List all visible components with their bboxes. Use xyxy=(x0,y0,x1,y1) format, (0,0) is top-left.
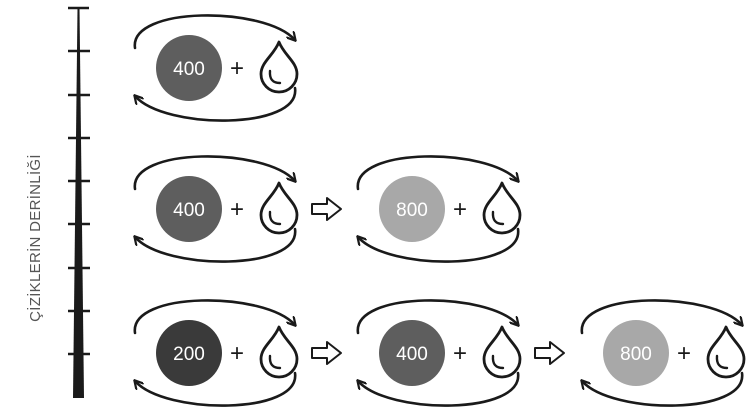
grit-circle xyxy=(379,176,445,242)
motion-arrow-bottom xyxy=(135,86,297,122)
grit-label: 800 xyxy=(396,200,428,221)
grit-disc: 800 xyxy=(603,320,669,386)
grit-disc: 400 xyxy=(379,320,445,386)
process-row: 200 +400 +800 + xyxy=(133,299,746,407)
process-row: 400 +800 + xyxy=(133,155,522,263)
plus-sign: + xyxy=(230,340,244,367)
plus-sign: + xyxy=(677,340,691,367)
hollow-right-arrow-icon xyxy=(311,197,342,221)
grit-label: 200 xyxy=(173,344,205,365)
water-drop-icon xyxy=(482,181,522,235)
sanding-step: 800 + xyxy=(580,299,746,407)
motion-arrow-bottom xyxy=(358,371,520,407)
sanding-step: 400 + xyxy=(356,299,522,407)
grit-circle xyxy=(379,320,445,386)
motion-arrow-top xyxy=(133,299,295,335)
hollow-right-arrow-icon xyxy=(311,341,342,365)
water-drop-highlight xyxy=(491,210,505,226)
circular-motion-arrows-icon xyxy=(133,155,297,263)
hollow-right-arrow-icon xyxy=(534,341,565,365)
circular-motion-arrows-icon xyxy=(580,299,744,407)
grit-label: 400 xyxy=(173,200,205,221)
motion-arrow-bottom xyxy=(135,227,297,263)
water-drop-outline xyxy=(706,325,746,379)
sanding-step: 800 + xyxy=(356,155,522,263)
circular-motion-arrows-icon xyxy=(356,299,520,407)
grit-label: 800 xyxy=(620,344,652,365)
grit-label: 400 xyxy=(173,59,205,80)
sanding-step: 400 + xyxy=(133,155,299,263)
grit-disc: 800 xyxy=(379,176,445,242)
water-drop-icon xyxy=(482,325,522,379)
water-drop-highlight xyxy=(491,354,505,370)
grit-circle xyxy=(156,320,222,386)
plus-sign: + xyxy=(453,340,467,367)
water-drop-outline xyxy=(482,181,522,235)
motion-arrow-bottom xyxy=(358,227,520,263)
water-drop-highlight xyxy=(715,354,729,370)
sanding-step: 400 + xyxy=(133,14,299,122)
process-rows: 400 +400 +800 +200 +400 +800 + xyxy=(133,14,746,407)
motion-arrow-bottom xyxy=(135,371,297,407)
grit-circle xyxy=(603,320,669,386)
water-drop-icon xyxy=(259,325,299,379)
circular-motion-arrows-icon xyxy=(133,299,297,407)
circular-motion-arrows-icon xyxy=(356,155,520,263)
water-drop-highlight xyxy=(268,69,282,85)
water-drop-outline xyxy=(482,325,522,379)
motion-arrow-bottom xyxy=(582,371,744,407)
water-drop-outline xyxy=(259,325,299,379)
sanding-step: 200 + xyxy=(133,299,299,407)
grit-disc: 200 xyxy=(156,320,222,386)
motion-arrow-top xyxy=(356,299,518,335)
plus-sign: + xyxy=(453,196,467,223)
grit-disc: 400 xyxy=(156,176,222,242)
water-drop-highlight xyxy=(268,210,282,226)
axis-label: ÇİZİKLERİN DERİNLİĞİ xyxy=(26,154,44,322)
depth-axis-wedge xyxy=(73,8,84,398)
depth-axis xyxy=(68,6,90,398)
water-drop-outline xyxy=(259,40,299,94)
grit-disc: 400 xyxy=(156,35,222,101)
grit-label: 400 xyxy=(396,344,428,365)
grit-circle xyxy=(156,35,222,101)
motion-arrow-top xyxy=(133,14,295,50)
plus-sign: + xyxy=(230,55,244,82)
circular-motion-arrows-icon xyxy=(133,14,297,122)
motion-arrow-top xyxy=(580,299,742,335)
water-drop-icon xyxy=(706,325,746,379)
depth-axis-ticks xyxy=(68,49,90,356)
water-drop-icon xyxy=(259,40,299,94)
water-drop-highlight xyxy=(268,354,282,370)
process-row: 400 + xyxy=(133,14,299,122)
plus-sign: + xyxy=(230,196,244,223)
water-drop-icon xyxy=(259,181,299,235)
motion-arrow-top xyxy=(356,155,518,191)
water-drop-outline xyxy=(259,181,299,235)
motion-arrow-top xyxy=(133,155,295,191)
grit-circle xyxy=(156,176,222,242)
